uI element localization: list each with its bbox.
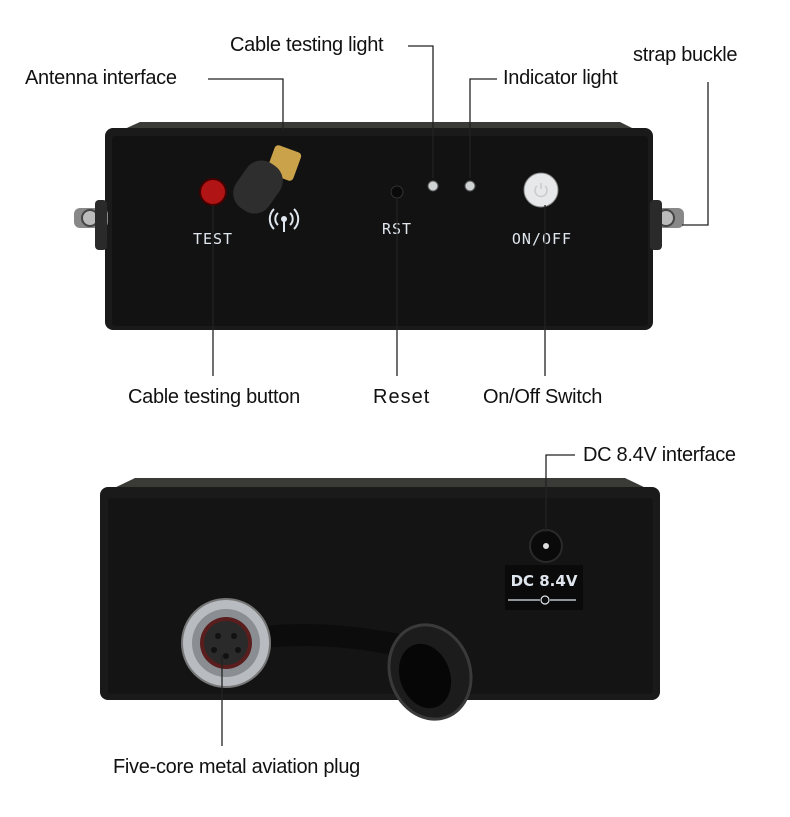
reset-button[interactable] (390, 185, 404, 199)
on-off-label: ON/OFF (512, 230, 572, 248)
antenna (233, 145, 302, 214)
indicator-light (464, 180, 476, 192)
cable-testing-button-callout: Cable testing button (128, 386, 300, 408)
front-view-device: TEST RST ON/OFF (74, 122, 684, 330)
cable-testing-light (427, 180, 439, 192)
wireless-signal-icon (268, 208, 300, 232)
power-icon (534, 183, 548, 198)
left-strap-buckle (74, 200, 108, 250)
right-strap-buckle (650, 200, 684, 250)
dc-label: DC 8.4V (511, 572, 578, 590)
rear-view-device: DC 8.4V (100, 478, 660, 721)
dc-polarity-icon (508, 595, 576, 605)
dc-interface-callout: DC 8.4V interface (583, 444, 736, 466)
test-button[interactable] (199, 178, 227, 206)
aviation-plug[interactable] (181, 598, 271, 688)
plug-cap (387, 623, 473, 721)
power-button[interactable] (523, 172, 559, 208)
aviation-plug-callout: Five-core metal aviation plug (113, 756, 360, 778)
on-off-switch-callout: On/Off Switch (483, 386, 603, 408)
cable-testing-light-callout: Cable testing light (230, 34, 384, 56)
indicator-light-callout: Indicator light (503, 67, 618, 89)
leader-lines (208, 45, 709, 746)
strap-buckle-callout: strap buckle (633, 44, 738, 66)
antenna-interface-callout: Antenna interface (25, 67, 177, 89)
reset-callout: Reset (373, 386, 431, 408)
